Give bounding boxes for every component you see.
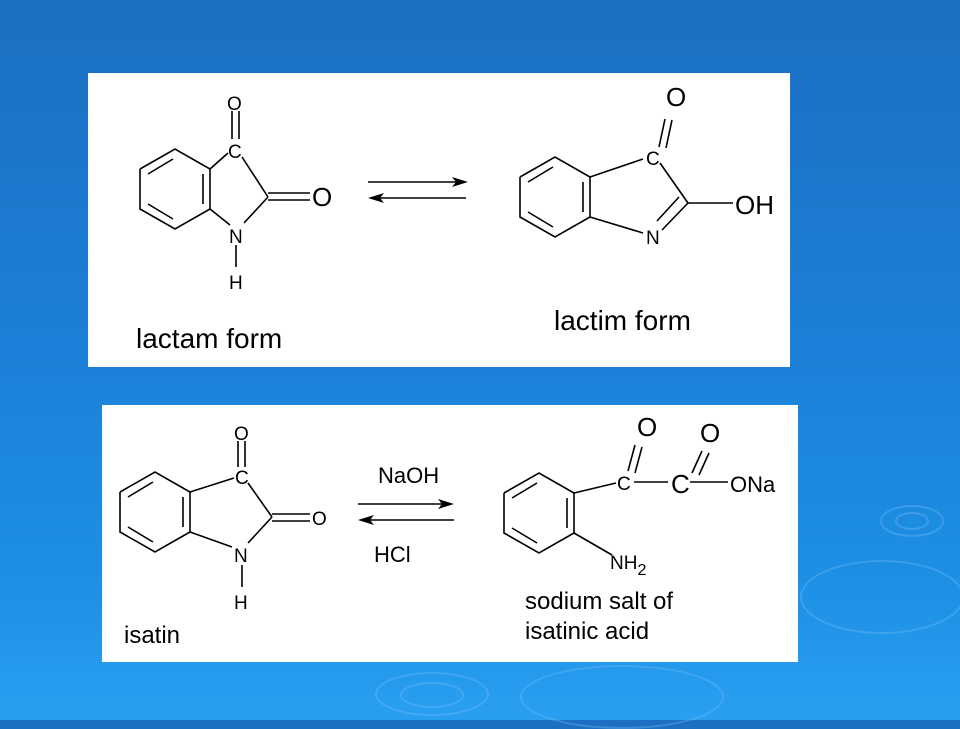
- nitrogen-atom: N: [234, 546, 248, 567]
- ripple-decoration: [895, 512, 929, 530]
- ripple-decoration: [520, 665, 724, 729]
- oxygen-atom: O: [666, 82, 686, 112]
- oxygen-atom: O: [234, 424, 249, 445]
- hydrogen-atom: H: [234, 593, 248, 614]
- oxygen-atom: O: [637, 412, 657, 442]
- carbon-atom: C: [617, 474, 631, 495]
- amino-group: NH2: [610, 553, 646, 579]
- ripple-decoration: [800, 560, 960, 634]
- ripple-decoration: [880, 505, 944, 537]
- carbon-atom: C: [646, 149, 660, 170]
- lactam-caption: lactam form: [136, 323, 282, 354]
- ripple-decoration: [400, 682, 464, 708]
- oxygen-atom: O: [312, 509, 327, 530]
- ripple-decoration: [375, 672, 489, 716]
- oxygen-atom: O: [700, 418, 720, 448]
- hydroxyl-group: OH: [735, 190, 774, 220]
- forward-reagent: NaOH: [378, 463, 439, 488]
- isatinate-side-chain: [573, 481, 728, 556]
- isatinate-caption-line1: sodium salt of: [525, 588, 673, 615]
- hydrogen-atom: H: [229, 273, 243, 294]
- carbon-atom: C: [228, 142, 242, 163]
- isatin-five-ring: [189, 477, 273, 548]
- nitrogen-atom: N: [646, 228, 660, 249]
- lactim-carbonyl: [658, 118, 673, 149]
- isatin-carbonyls: [237, 441, 310, 587]
- isatinate-benzene-ring: [503, 472, 575, 554]
- lactim-five-ring: [589, 158, 733, 234]
- lactam-structure: O C O N H lactam form: [88, 73, 790, 367]
- sodium-carboxylate-group: ONa: [730, 472, 776, 497]
- reaction-arrows: [358, 499, 454, 525]
- equilibrium-arrows: [368, 177, 468, 203]
- isatin-benzene-ring: [119, 471, 191, 553]
- reverse-reagent: HCl: [374, 542, 411, 567]
- lactim-caption: lactim form: [554, 305, 691, 336]
- isatin-reaction-panel: O C O N H isatin NaOH HCl: [102, 405, 798, 662]
- isatin-reaction-scheme: O C O N H isatin NaOH HCl: [119, 412, 776, 649]
- carbon-atom: C: [671, 469, 690, 499]
- lactam-carbonyls: [231, 111, 310, 267]
- isatinate-carbonyls: [627, 444, 710, 476]
- oxygen-atom: O: [312, 182, 332, 212]
- oxygen-atom: O: [227, 94, 242, 115]
- tautomerism-panel: O C O N H lactam form: [88, 73, 790, 367]
- isatinate-caption-line2: isatinic acid: [525, 618, 649, 645]
- lactam-five-ring: [209, 152, 269, 226]
- nitrogen-atom: N: [229, 227, 243, 248]
- isatin-caption: isatin: [124, 622, 180, 649]
- carbon-atom: C: [235, 468, 249, 489]
